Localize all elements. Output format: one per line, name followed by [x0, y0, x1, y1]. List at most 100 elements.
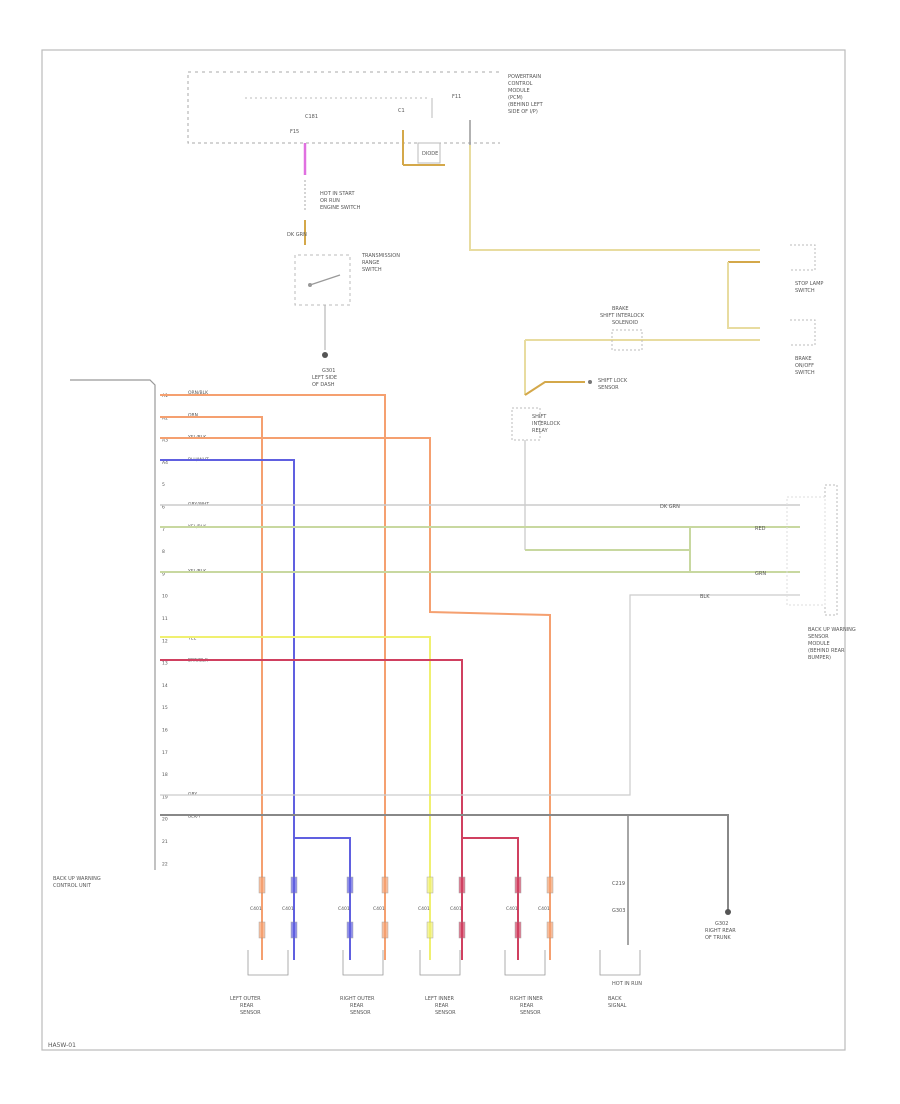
wire-blk-y [160, 814, 729, 910]
sensor-connector-pin [381, 876, 389, 894]
sensor-connector-pin [290, 921, 298, 939]
wire-blu-wht [160, 459, 295, 960]
pcm-module-label-1: POWERTRAIN [508, 74, 541, 80]
sensor-box [342, 950, 384, 976]
backup-module-label-2: CONTROL UNIT [53, 883, 92, 889]
shift-lock-sensor-label-2: SENSOR [598, 385, 619, 391]
sensor-connector-pin [546, 921, 554, 939]
sensor-connector-pin [290, 876, 298, 894]
sensor-connector-label: C401 [250, 906, 262, 912]
ground-ref-label-2: RIGHT REAR [705, 928, 736, 934]
idle-relay-label-3: RELAY [532, 428, 549, 434]
key-sw-label-2: OR RUN [320, 198, 340, 204]
pcm-pin-number: A2 [162, 415, 168, 421]
brake-switch-feed-wire [469, 145, 760, 251]
pcm-wire-color-label: ORN [188, 412, 198, 418]
wire-yel-blk-a [160, 437, 551, 960]
sensor-box [599, 950, 641, 976]
backup-module-label-1: BACK UP WARNING [53, 876, 101, 882]
pcm-pin-number: 18 [162, 772, 168, 778]
sensor-connector-pin [258, 876, 266, 894]
diagram-frame [41, 49, 846, 1051]
pcm-module-label-4: (PCM) [508, 95, 523, 101]
sensor-module-label-2: SENSOR [808, 634, 829, 640]
pcm-pin-number: 6 [162, 505, 165, 511]
shift-lock-sensor-terminal [588, 380, 592, 384]
pcm-pin-number: 9 [162, 571, 165, 577]
shift-lock-sensor-label-1: SHIFT LOCK [598, 378, 628, 384]
sensor-label-left-outer-2: REAR [240, 1003, 254, 1009]
brake-sw-b-label-2: ON/OFF [795, 363, 814, 369]
brake-switch-b-box [790, 319, 816, 346]
key-sw-label-1: HOT IN START [320, 191, 356, 197]
pcm-pin-number: 8 [162, 549, 165, 555]
sensor-connector-pin [514, 876, 522, 894]
trans-range-switch-box [294, 254, 351, 306]
sensor-module-inner [786, 496, 826, 606]
pcm-pin-number: 7 [162, 527, 165, 533]
idle-relay-label-2: INTERLOCK [532, 421, 561, 427]
sensor-connector-label: C401 [418, 906, 430, 912]
brake-sw-b-label-1: BRAKE [795, 356, 812, 362]
pcm-pin-number: 10 [162, 594, 168, 600]
sensor-box [247, 950, 289, 976]
key-sw-label-3: ENGINE SWITCH [320, 205, 361, 211]
sensor-connector-pin [346, 876, 354, 894]
fuse-ref-label-2: G303 [612, 908, 625, 914]
ground-label-3: OF DASH [312, 382, 335, 388]
diode-label: DIODE [422, 151, 438, 157]
pcm-pin-left: F15 [290, 129, 299, 135]
sensor-connector-pin [346, 921, 354, 939]
sensor-box [419, 950, 461, 976]
brake-switch-b-wire [727, 262, 760, 329]
backup-control-unit-outline [70, 379, 156, 870]
sensor-connector-pin [258, 921, 266, 939]
key-switch-wire-tag: DK GRN [287, 232, 307, 238]
sensor-wire-tag-1: DK GRN [660, 504, 680, 510]
brake-sw-b-label-3: SWITCH [795, 370, 815, 376]
pcm-pin-number: 20 [162, 817, 168, 823]
pcm-pin-number: 13 [162, 661, 168, 667]
sensor-label-backup-1: BACK [608, 996, 622, 1002]
wire-brn-blk-branch [462, 837, 519, 960]
pcm-pin-number: 11 [162, 616, 168, 622]
pcm-pin-number: A4 [162, 460, 168, 466]
sensor-connector-pin [381, 921, 389, 939]
pcm-module-label-5: (BEHIND LEFT [508, 102, 544, 108]
ground-g302 [725, 909, 731, 915]
trans-range-switch-contact [309, 274, 341, 286]
brake-sw-a-label-2: SWITCH [795, 288, 815, 294]
ground-point [322, 352, 328, 358]
sensor-connector-label: C401 [450, 906, 462, 912]
pcm-pin-right: F11 [452, 94, 461, 100]
trans-range-sw-label-1: TRANSMISSION [361, 253, 400, 259]
pcm-wire-color-label: ORN/BLK [188, 390, 209, 396]
sensor-label-right-outer-2: REAR [350, 1003, 364, 1009]
sensor-connector-label: C401 [506, 906, 518, 912]
shift-lock-sensor-wire [524, 381, 585, 396]
pcm-pin-label: C181 [305, 114, 318, 120]
pcm-pin-c1: C1 [398, 108, 405, 114]
sensor-connector-label: C401 [282, 906, 294, 912]
pcm-pin-number: 15 [162, 705, 168, 711]
sensor-label-right-outer-3: SENSOR [350, 1010, 371, 1016]
pcm-wire-color-label: YEL [187, 635, 197, 641]
wire-orn [160, 416, 263, 960]
ground-label-2: LEFT SIDE [312, 375, 337, 381]
pcm-pin-number: 19 [162, 794, 168, 800]
sensor-box [504, 950, 546, 976]
wire-blu-wht-branch [294, 837, 351, 960]
ground-ref-label-3: OF TRUNK [705, 935, 731, 941]
trans-range-sw-label-3: SWITCH [362, 267, 382, 273]
sensor-connector-pin [546, 876, 554, 894]
pcm-box-outline [187, 75, 500, 144]
pcm-module-label-3: MODULE [508, 88, 530, 94]
wire-orn-blk [160, 394, 386, 960]
trans-range-sw-label-2: RANGE [362, 260, 379, 266]
trans-range-switch-pivot [308, 283, 312, 287]
sensor-label-right-inner-3: SENSOR [520, 1010, 541, 1016]
park-relay-label-2: SHIFT INTERLOCK [600, 313, 645, 319]
